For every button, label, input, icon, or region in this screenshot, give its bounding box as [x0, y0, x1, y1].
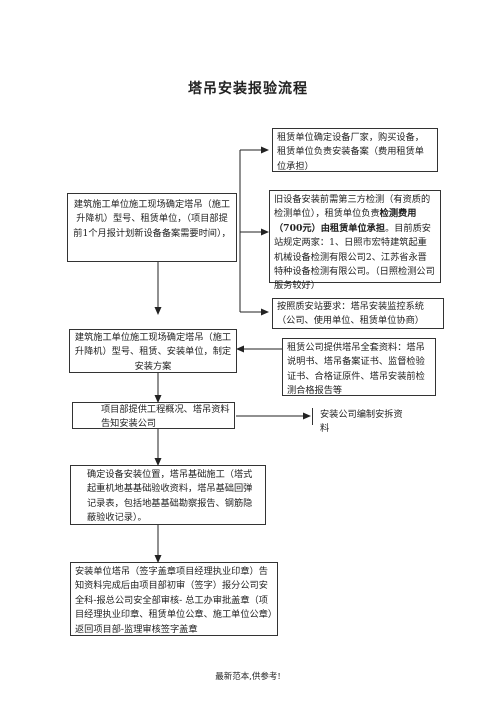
- install-plan-box: 安装公司编制安拆资料: [312, 408, 408, 434]
- page-title: 塔吊安装报验流程: [188, 81, 308, 97]
- monitoring-system-box: 按照质安站要求：塔吊安装监控系统（公司、使用单位、租赁单位协商）: [272, 298, 444, 329]
- seal-approval-box: 安装单位塔吊（签字盖章项目经理执业印章）告知资料完成后由项目部初审（签字）报分公…: [70, 562, 278, 636]
- project-overview-text: 项目部提供工程概况、塔吊资料告知安装公司: [101, 404, 230, 430]
- third-party-inspection-box: 旧设备安装前需第三方检测（有资质的检测单位），租赁单位负责检测费用（700元）由…: [269, 190, 441, 291]
- lessor-documents-text: 租赁公司提供塔吊全套资料：塔吊说明书、塔吊备案证书、监督检验证书、合格证原件、塔…: [287, 342, 425, 397]
- lessor-documents-box: 租赁公司提供塔吊全套资料：塔吊说明书、塔吊备案证书、监督检验证书、合格证原件、塔…: [282, 338, 436, 396]
- foundation-text: 确定设备安装位置，塔吊基础施工（塔式起重机地基基础验收资料，塔吊基础回弹记录表，…: [87, 469, 253, 524]
- lessor-decision-box: 租赁单位确定设备厂家，购买设备，租赁单位负责安装备案（费用租赁单位承担）: [272, 128, 438, 172]
- monitoring-system-text: 按照质安站要求：塔吊安装监控系统（公司、使用单位、租赁单位协商）: [277, 301, 424, 327]
- builder-plan-text: 建筑施工单位施工现场确定塔吊（施工升降机）型号、租赁单位，（项目部提前1个月报计…: [73, 199, 231, 239]
- builder-plan-box: 建筑施工单位施工现场确定塔吊（施工升降机）型号、租赁单位，（项目部提前1个月报计…: [67, 193, 237, 262]
- third-party-text-c: 。目前质安站规定两家：1、日照市宏特建筑起重机械设备检测有限公司2、江苏省永晋特…: [274, 222, 435, 292]
- install-scheme-text: 建筑施工单位施工现场确定塔吊（施工升降机）型号、租赁、安装单位，制定安装方案: [74, 332, 232, 372]
- seal-approval-text: 安装单位塔吊（签字盖章项目经理执业印章）告知资料完成后由项目部初审（签字）报分公…: [75, 566, 273, 635]
- foundation-box: 确定设备安装位置，塔吊基础施工（塔式起重机地基基础验收资料，塔吊基础回弹记录表，…: [70, 465, 266, 525]
- third-party-fee-note: 检测费用（700元）由租赁单位承担: [274, 208, 417, 234]
- third-party-text-a: 旧设备安装前需第三方检测（有资质的检测单位），租赁单位负责: [274, 194, 431, 220]
- project-overview-box: 项目部提供工程概况、塔吊资料告知安装公司: [72, 402, 235, 429]
- lessor-decision-text: 租赁单位确定设备厂家，购买设备，租赁单位负责安装备案（费用租赁单位承担）: [277, 132, 424, 172]
- install-scheme-box: 建筑施工单位施工现场确定塔吊（施工升降机）型号、租赁、安装单位，制定安装方案: [69, 329, 237, 373]
- install-plan-text: 安装公司编制安拆资料: [320, 409, 403, 435]
- footer-note: 最新范本,供参考!: [215, 672, 281, 682]
- install-plan-bar: [312, 408, 313, 425]
